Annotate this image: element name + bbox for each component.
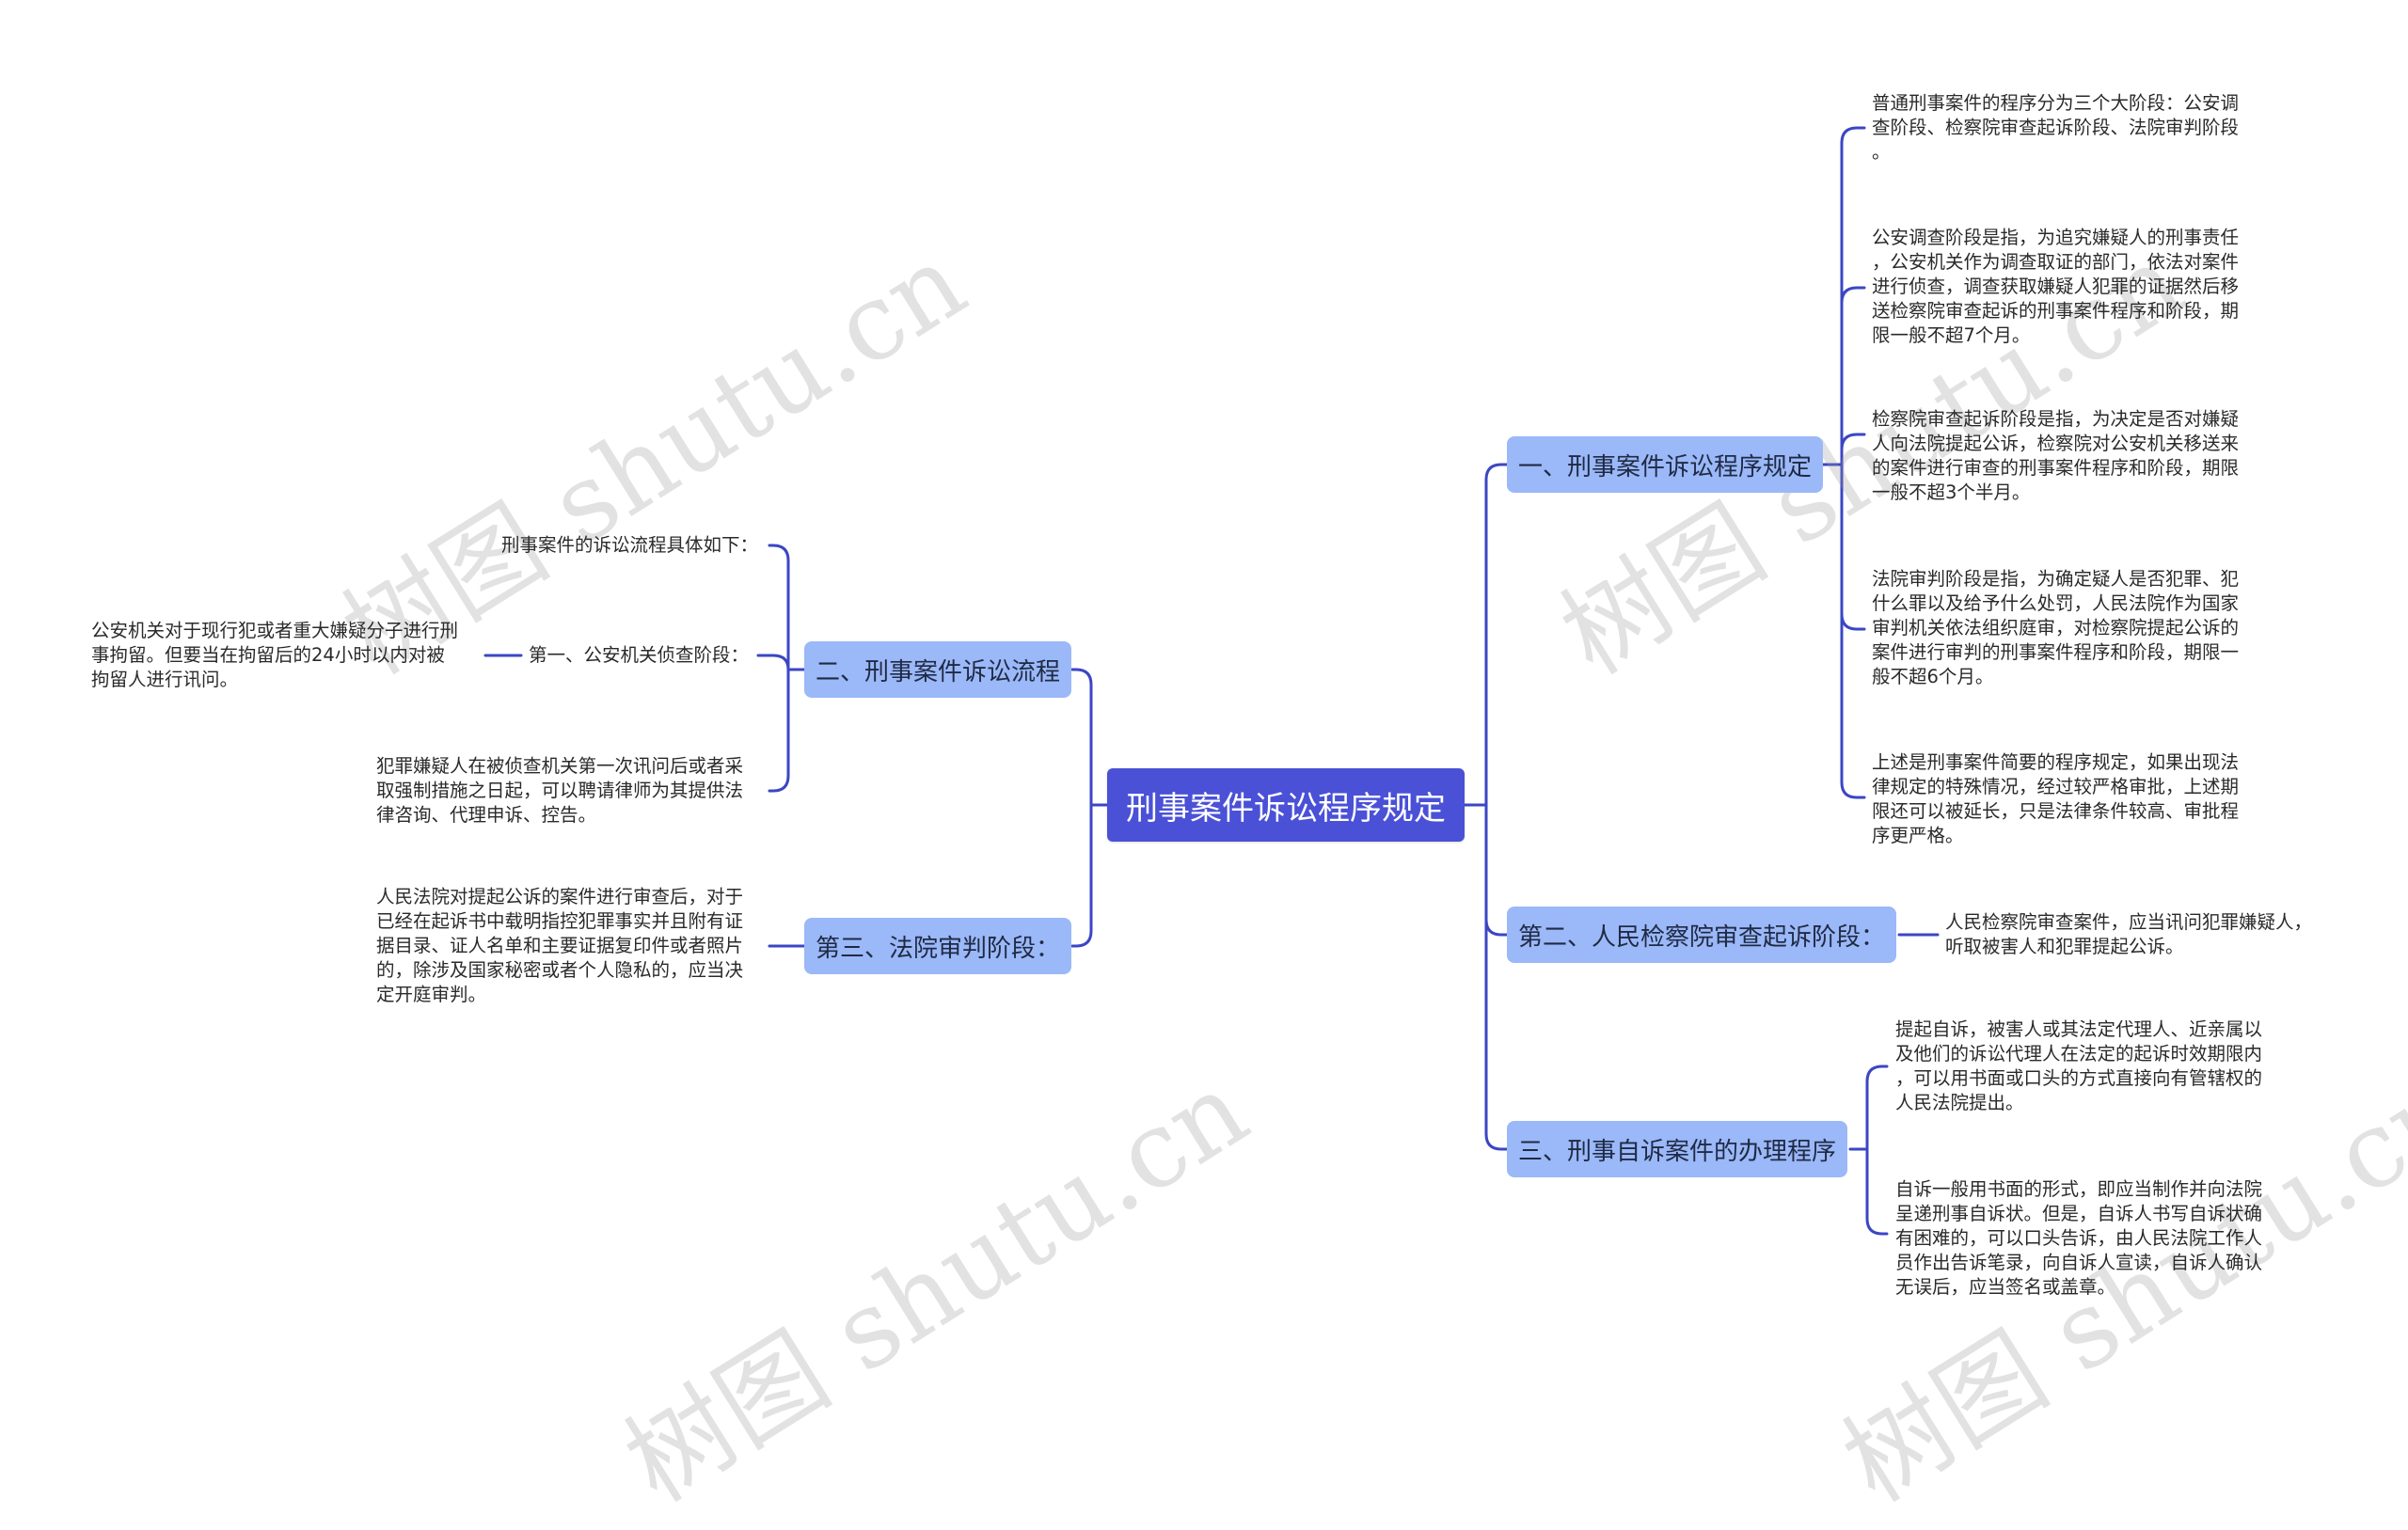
leaf-line: 刑事案件的诉讼流程具体如下： [500,534,758,556]
branch-node-procuratorate-stage[interactable]: 第二、人民检察院审查起诉阶段： [1507,907,1897,963]
link-l1-c3 [768,668,790,793]
leaf-line: 据目录、证人名单和主要证据复印件或者照片 [376,935,744,956]
branch-label: 三、刑事自诉案件的办理程序 [1518,1137,1837,1166]
leaf-line: 的，除涉及国家秘密或者个人隐私的，应当决 [376,959,744,981]
leaf-line: 定开庭审判。 [376,984,487,1005]
leaf-line: 送检察院审查起诉的刑事案件程序和阶段，期 [1872,300,2240,322]
leaf-line: 无误后，应当签名或盖章。 [1895,1276,2116,1298]
root-node[interactable]: 刑事案件诉讼程序规定 [1107,768,1465,842]
leaf-node[interactable]: 公安机关对于现行犯或者重大嫌疑分子进行刑 事拘留。但要当在拘留后的24小时以内对… [91,619,458,692]
leaf-line: 人民检察院审查案件，应当讯问犯罪嫌疑人， [1945,911,2313,933]
branch-node-procedure-rules[interactable]: 一、刑事案件诉讼程序规定 [1507,436,1824,493]
link-root-branch-r2 [1484,803,1509,937]
link-r1-c2 [1840,286,1866,466]
leaf-line: 第一、公安机关侦查阶段： [528,644,749,666]
leaf-line: 公安调查阶段是指，为追究嫌疑人的刑事责任 [1872,227,2240,248]
leaf-line: 上述是刑事案件简要的程序规定，如果出现法 [1872,751,2240,773]
link-r3-c1 [1865,1065,1889,1151]
leaf-line: 律规定的特殊情况，经过较严格审批，上述期 [1872,776,2240,797]
root-title: 刑事案件诉讼程序规定 [1126,789,1446,828]
branch-label: 二、刑事案件诉讼流程 [816,657,1061,686]
leaf-line: 。 [1872,141,1891,163]
leaf-node-police-investigation[interactable]: 第一、公安机关侦查阶段： [529,643,749,668]
leaf-node[interactable]: 犯罪嫌疑人在被侦查机关第一次讯问后或者采 取强制措施之日起，可以聘请律师为其提供… [376,754,743,828]
leaf-line: 人民法院对提起公诉的案件进行审查后，对于 [376,886,744,907]
link-r1-c3 [1840,433,1866,466]
link-l1-c2 [756,654,790,671]
mindmap-canvas: 树图 shutu.cn 树图 shutu.cn 树图 shutu.cn 树图 s… [91,91,2408,1525]
link-r1-c5 [1840,463,1866,799]
leaf-line: 人向法院提起公诉，检察院对公安机关移送来 [1872,433,2240,454]
leaf-line: 序更严格。 [1872,825,1964,846]
leaf-line: 限还可以被延长，只是法律条件较高、审批程 [1872,800,2240,822]
leaf-node[interactable]: 人民检察院审查案件，应当讯问犯罪嫌疑人， 听取被害人和犯罪提起公诉。 [1945,910,2312,959]
leaf-line: ，公安机关作为调查取证的部门，依法对案件 [1872,251,2240,273]
leaf-node[interactable]: 上述是刑事案件简要的程序规定，如果出现法 律规定的特殊情况，经过较严格审批，上述… [1872,750,2239,848]
leaf-line: 提起自诉，被害人或其法定代理人、近亲属以 [1895,1018,2263,1040]
branch-node-court-trial-stage[interactable]: 第三、法院审判阶段： [804,918,1072,974]
leaf-line: ，可以用书面或口头的方式直接向有管辖权的 [1895,1067,2263,1089]
leaf-node[interactable]: 公安调查阶段是指，为追究嫌疑人的刑事责任 ，公安机关作为调查取证的部门，依法对案… [1872,226,2239,348]
branch-node-private-prosecution[interactable]: 三、刑事自诉案件的办理程序 [1507,1121,1848,1177]
branch-node-litigation-flow[interactable]: 二、刑事案件诉讼流程 [804,641,1072,698]
link-r1-c1 [1840,126,1866,466]
leaf-node[interactable]: 刑事案件的诉讼流程具体如下： [501,533,758,558]
leaf-node[interactable]: 人民法院对提起公诉的案件进行审查后，对于 已经在起诉书中载明指控犯罪事实并且附有… [376,885,743,1007]
leaf-line: 案件进行审判的刑事案件程序和阶段，期限一 [1872,641,2240,663]
leaf-line: 进行侦查，调查获取嫌疑人犯罪的证据然后移 [1872,276,2240,297]
leaf-line: 听取被害人和犯罪提起公诉。 [1945,936,2184,957]
branch-label: 一、刑事案件诉讼程序规定 [1518,452,1813,481]
leaf-line: 人民法院提出。 [1895,1092,2024,1113]
leaf-line: 犯罪嫌疑人在被侦查机关第一次讯问后或者采 [376,755,744,777]
leaf-node[interactable]: 提起自诉，被害人或其法定代理人、近亲属以 及他们的诉讼代理人在法定的起诉时效期限… [1895,1017,2262,1115]
leaf-node[interactable]: 检察院审查起诉阶段是指，为决定是否对嫌疑 人向法院提起公诉，检察院对公安机关移送… [1872,407,2239,505]
leaf-line: 审判机关依法组织庭审，对检察院提起公诉的 [1872,617,2240,639]
link-root-branch-r3 [1484,803,1509,1151]
leaf-node[interactable]: 自诉一般用书面的形式，即应当制作并向法院 呈递刑事自诉状。但是，自诉人书写自诉状… [1895,1177,2262,1300]
leaf-line: 法院审判阶段是指，为确定疑人是否犯罪、犯 [1872,568,2240,590]
leaf-node[interactable]: 普通刑事案件的程序分为三个大阶段：公安调 查阶段、检察院审查起诉阶段、法院审判阶… [1872,91,2239,165]
link-root-branch-l1 [1070,668,1093,807]
branch-label: 第三、法院审判阶段： [816,934,1061,963]
leaf-line: 检察院审查起诉阶段是指，为决定是否对嫌疑 [1872,408,2240,430]
leaf-line: 查阶段、检察院审查起诉阶段、法院审判阶段 [1872,117,2240,138]
leaf-node[interactable]: 法院审判阶段是指，为确定疑人是否犯罪、犯 什么罪以及给予什么处罚，人民法院作为国… [1872,567,2239,689]
leaf-line: 已经在起诉书中载明指控犯罪事实并且附有证 [376,910,744,932]
leaf-line: 一般不超3个半月。 [1872,481,2031,503]
link-r1-c4 [1840,463,1866,631]
leaf-line: 律咨询、代理申诉、控告。 [376,804,597,826]
leaf-line: 呈递刑事自诉状。但是，自诉人书写自诉状确 [1895,1203,2263,1224]
leaf-line: 取强制措施之日起，可以聘请律师为其提供法 [376,780,744,801]
leaf-line: 般不超6个月。 [1872,666,1994,687]
leaf-line: 的案件进行审查的刑事案件程序和阶段，期限 [1872,457,2240,479]
leaf-line: 自诉一般用书面的形式，即应当制作并向法院 [1895,1178,2263,1200]
leaf-line: 事拘留。但要当在拘留后的24小时以内对被 [91,644,445,666]
connector-lines [483,126,1940,1236]
leaf-line: 及他们的诉讼代理人在法定的起诉时效期限内 [1895,1043,2263,1065]
leaf-line: 限一般不超7个月。 [1872,324,2031,346]
leaf-line: 普通刑事案件的程序分为三个大阶段：公安调 [1872,92,2240,114]
link-root-branch-r1 [1484,463,1509,807]
link-root-branch-l2 [1070,803,1093,948]
branch-label: 第二、人民检察院审查起诉阶段： [1518,923,1886,952]
leaf-line: 员作出告诉笔录，向自诉人宣读，自诉人确认 [1895,1252,2263,1273]
leaf-line: 公安机关对于现行犯或者重大嫌疑分子进行刑 [91,620,459,641]
link-r3-c2 [1865,1147,1889,1236]
link-l1-c1 [768,544,790,671]
leaf-line: 拘留人进行讯问。 [91,669,239,690]
leaf-line: 什么罪以及给予什么处罚，人民法院作为国家 [1872,592,2240,614]
leaf-line: 有困难的，可以口头告诉，由人民法院工作人 [1895,1227,2263,1249]
